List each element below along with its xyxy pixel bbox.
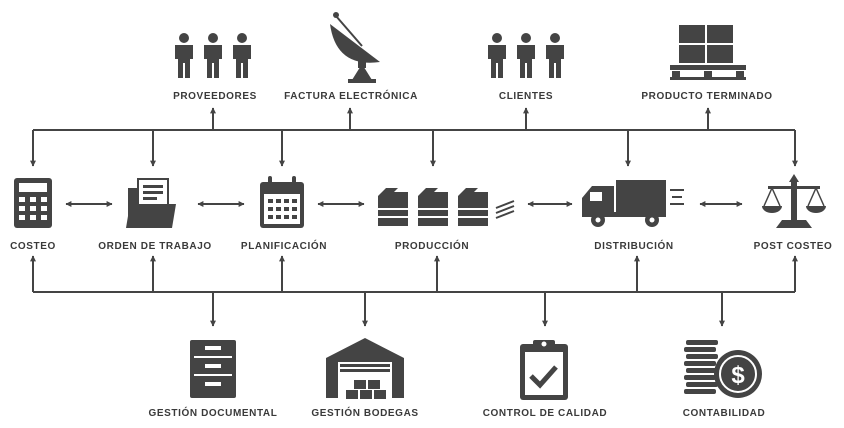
connectors [30,107,798,327]
labels: PROVEEDORES FACTURA ELECTRÓNICA CLIENTES… [10,89,832,419]
gestion-bodegas-label: GESTIÓN BODEGAS [311,406,418,419]
balance-scale-icon [762,174,826,228]
clientes-label: CLIENTES [499,91,553,102]
control-de-calidad-label: CONTROL DE CALIDAD [483,408,608,419]
gestion-documental-label: GESTIÓN DOCUMENTAL [149,406,278,419]
clipboard-check-icon [520,340,568,400]
post-costeo-label: POST COSTEO [754,241,833,252]
svg-text:$: $ [731,362,745,389]
producto-terminado-label: PRODUCTO TERMINADO [641,91,772,102]
factura-electronica-label: FACTURA ELECTRÓNICA [284,89,418,102]
warehouse-icon [326,338,404,399]
produccion-label: PRODUCCIÓN [395,239,469,252]
proveedores-label: PROVEEDORES [173,91,257,102]
orden-de-trabajo-label: ORDEN DE TRABAJO [98,241,212,252]
delivery-truck-icon [582,180,684,227]
production-machines-icon [378,188,515,226]
filing-cabinet-icon [190,340,236,398]
folder-documents-icon [126,178,176,228]
pallet-boxes-icon [670,25,746,80]
planificacion-label: PLANIFICACIÓN [241,239,327,252]
calendar-icon [260,176,304,228]
people-group-icon [175,33,251,78]
contabilidad-label: CONTABILIDAD [683,408,766,419]
satellite-dish-icon [330,12,380,83]
people-group-icon [488,33,564,78]
costeo-label: COSTEO [10,241,56,252]
distribucion-label: DISTRIBUCIÓN [594,239,673,252]
calculator-icon [14,178,52,228]
coin-stack-dollar-icon: $ [684,340,762,398]
